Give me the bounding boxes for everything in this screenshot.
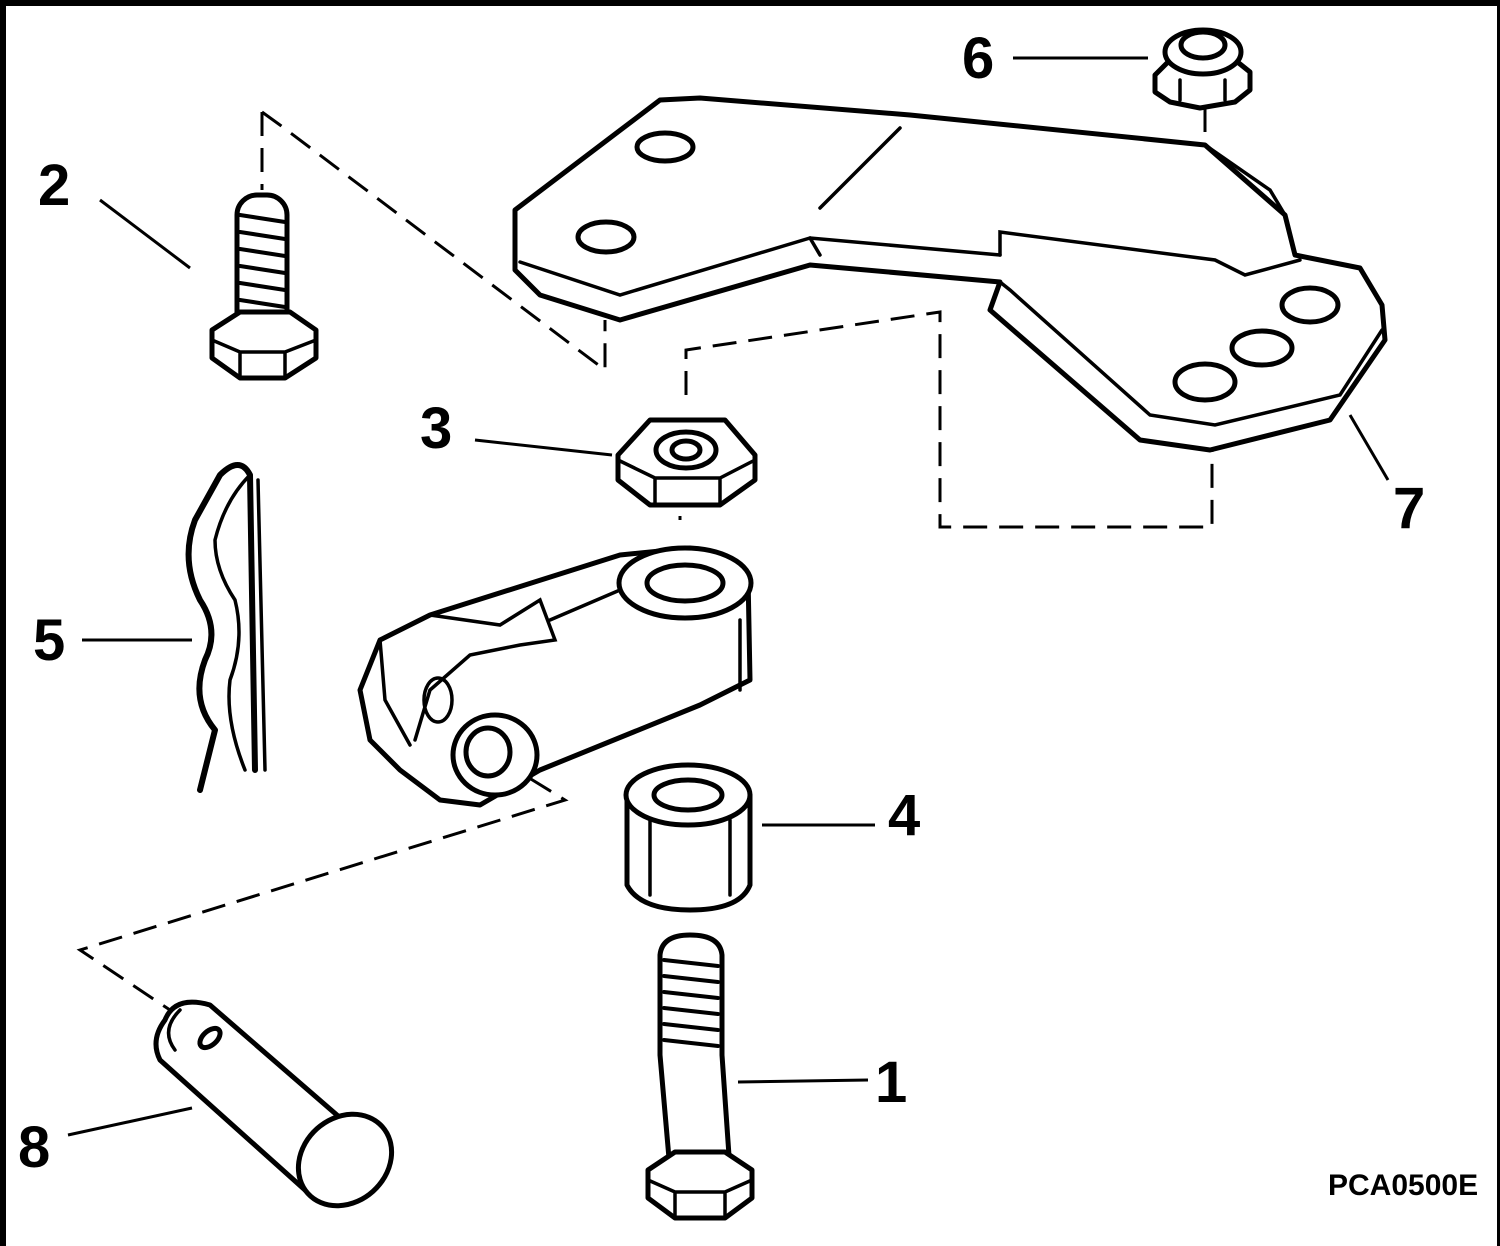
callout-8: 8 [18, 1115, 50, 1180]
figure-code: PCA0500E [1328, 1169, 1478, 1202]
shoulder-bolt-part-1 [645, 932, 755, 1221]
flange-nut-part-6 [1152, 27, 1253, 111]
callout-labels: 2 3 5 6 7 4 1 8 [18, 26, 1425, 1180]
callout-2: 2 [38, 153, 70, 218]
clevis-pin-part-8 [153, 999, 395, 1209]
bracket-part-7 [512, 95, 1388, 453]
callout-3: 3 [420, 396, 452, 461]
callout-4: 4 [888, 783, 920, 848]
hex-bolt-part-2 [209, 192, 319, 381]
callout-7: 7 [1393, 476, 1425, 541]
assembly-lines [76, 108, 1214, 1012]
callout-1: 1 [875, 1050, 907, 1115]
clevis [357, 545, 754, 808]
callout-6: 6 [962, 26, 994, 91]
bushing-part-4 [623, 762, 753, 913]
callout-5: 5 [33, 608, 65, 673]
leader-lines [67, 56, 1390, 1137]
hair-pin-part-5 [185, 462, 267, 793]
hex-nut-part-3 [615, 417, 758, 508]
